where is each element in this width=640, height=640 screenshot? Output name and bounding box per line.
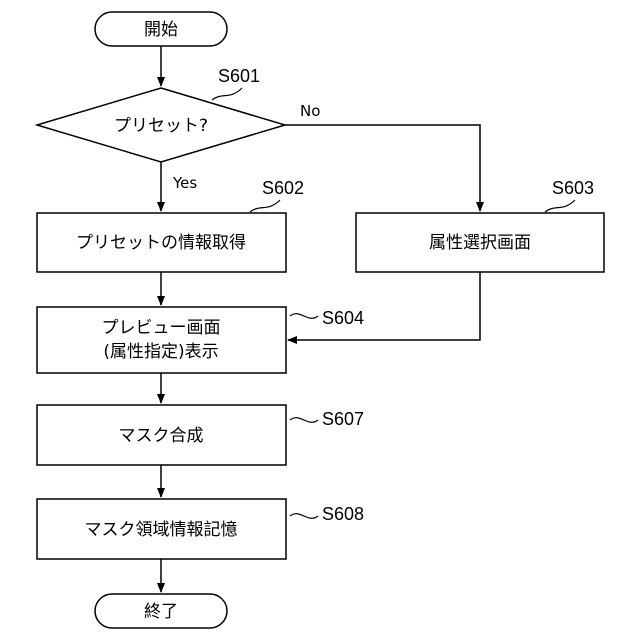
preview-label-line2: (属性指定)表示 [103, 342, 218, 362]
mask-compose-label: マスク合成 [119, 426, 204, 446]
leader-s602 [250, 200, 280, 212]
step-s607: S607 [322, 409, 364, 429]
process-attr-select: 属性選択画面 [356, 213, 604, 272]
leader-s604 [290, 314, 318, 319]
decision-preset: プリセット? [37, 88, 285, 162]
step-s602: S602 [262, 178, 304, 198]
leader-s601 [212, 88, 242, 100]
end-label: 終了 [144, 602, 178, 622]
yes-label: Yes [172, 174, 197, 192]
step-s608: S608 [322, 504, 364, 524]
leader-s608 [290, 514, 318, 519]
step-s604: S604 [322, 308, 364, 328]
arrow-s603-to-s604 [288, 272, 480, 340]
process-mask-compose: マスク合成 [37, 405, 286, 465]
process-preset-info: プリセットの情報取得 [37, 213, 286, 272]
step-s603: S603 [552, 178, 594, 198]
attr-select-label: 属性選択画面 [429, 233, 531, 253]
preview-label-line1: プレビュー画面 [102, 318, 221, 338]
leader-s607 [290, 418, 318, 423]
start-label: 開始 [144, 20, 178, 40]
no-label: No [300, 102, 320, 120]
end-terminal: 終了 [95, 594, 227, 628]
start-terminal: 開始 [95, 12, 227, 46]
step-s601: S601 [218, 66, 260, 86]
process-mask-store: マスク領域情報記憶 [37, 499, 286, 559]
leader-s603 [545, 200, 575, 212]
decision-label: プリセット? [114, 116, 208, 136]
preset-info-label: プリセットの情報取得 [76, 233, 246, 253]
mask-store-label: マスク領域情報記憶 [85, 520, 238, 540]
process-preview: プレビュー画面 (属性指定)表示 [37, 307, 286, 373]
arrow-no [285, 125, 480, 211]
